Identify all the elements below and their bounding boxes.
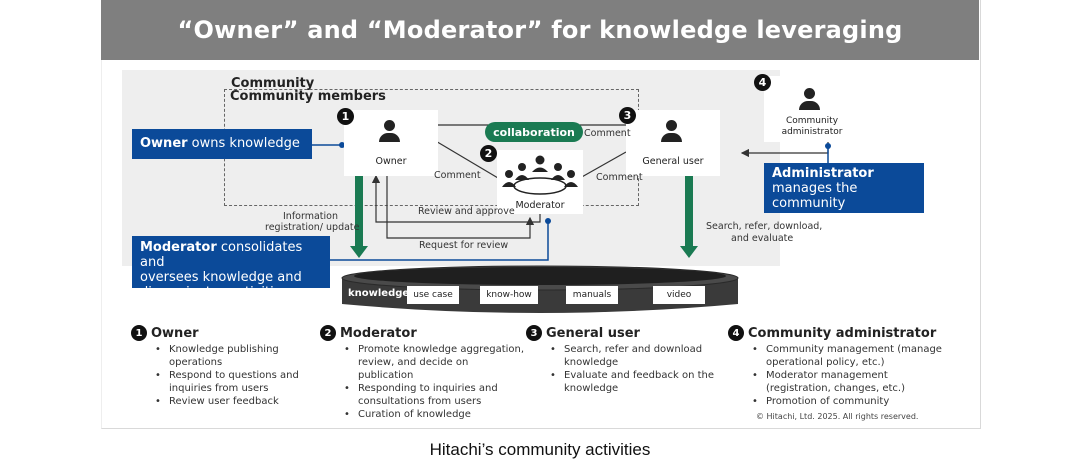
legend-general-user-item: Search, refer and download knowledge [550,343,726,369]
legend-number-1: 1 [131,325,147,341]
moderator-callout-text-3: disseminates activities [140,285,289,300]
legend-number-2: 2 [320,325,336,341]
info-registration-label-2: registration/ update [265,222,360,233]
moderator-callout-text-2: oversees knowledge and [140,270,302,285]
owner-green-arrow-shaft [355,172,363,248]
request-review-label: Request for review [419,240,509,251]
knowledge-item-video: video [653,286,705,304]
moderator-callout: Moderator consolidates and oversees know… [132,236,330,300]
legend-number-4: 4 [728,325,744,341]
info-registration-label-1: Information [283,211,338,222]
administrator-card: Community administrator [764,76,860,142]
moderator-callout-line [330,221,549,261]
review-approve-label: Review and approve [418,206,515,217]
knowledge-database [341,265,739,313]
administrator-label-1: Community [785,116,839,126]
owner-label: Owner [375,156,407,167]
legend-owner-item: Knowledge publishing operations [155,343,311,369]
comment-right-label: Comment [596,172,643,183]
legend-administrator-item: Promotion of community [752,395,943,408]
collaboration-badge: collaboration [485,122,583,142]
number-badge-2: 2 [480,145,497,162]
admin-arrow [740,142,829,158]
administrator-callout-text-1: manages the [772,181,858,196]
general-user-label: General user [642,156,704,167]
figure-caption: Hitachi’s community activities [429,440,651,459]
comment-top-label: Comment [584,128,631,139]
legend-title-administrator: Community administrator [748,325,937,341]
legend-title-general-user: General user [546,325,640,341]
review-approve-arrow [371,174,541,223]
administrator-callout-text-2: community [772,196,846,211]
owner-callout-text: owns knowledge [187,136,300,151]
legend-moderator-item: Promote knowledge aggregation, review, a… [344,343,525,382]
community-members-label: Community members [230,89,386,104]
moderator-card: Moderator [497,150,583,214]
knowledge-item-know-how: know-how [480,286,538,304]
search-label-1: Search, refer, download, [706,221,823,232]
administrator-callout-bold: Administrator [772,166,874,181]
administrator-callout: Administrator manages the community [764,163,924,213]
user-green-arrow-shaft [685,172,693,248]
knowledge-label: knowledge [348,288,410,299]
administrator-label-2: administrator [781,127,843,137]
owner-callout-bold: Owner [140,136,188,151]
general-user-card: General user [626,110,720,176]
moderator-callout-text-1: consolidates and [140,240,303,270]
owner-card: Owner [344,110,438,176]
number-badge-1: 1 [337,108,354,125]
title-bar: “Owner” and “Moderator” for knowledge le… [101,0,979,60]
number-badge-3: 3 [619,107,636,124]
request-review-arrow [386,176,535,239]
legend-number-3: 3 [526,325,542,341]
owner-callout: Owner owns knowledge [132,129,312,159]
group-meeting-icon [502,155,578,195]
legend-administrator-item: Community management (manage operational… [752,343,943,369]
owner-moderator-line [433,139,499,179]
legend-owner-item: Respond to questions and inquiries from … [155,369,311,395]
legend-owner-item: Review user feedback [155,395,311,408]
comment-left-label: Comment [434,170,481,181]
legend-general-user-item: Evaluate and feedback on the knowledge [550,369,726,395]
moderator-callout-bold: Moderator [140,240,217,255]
user-green-arrow-head [680,246,698,258]
moderator-label: Moderator [515,200,565,211]
legend-title-owner: Owner [151,325,199,341]
slide-title: “Owner” and “Moderator” for knowledge le… [177,16,903,44]
owner-green-arrow-head [350,246,368,258]
copyright: © Hitachi, Ltd. 2025. All rights reserve… [756,412,919,421]
legend-title-moderator: Moderator [340,325,417,341]
user-moderator-line [579,151,627,179]
legend-moderator-item: Responding to inquiries and consultation… [344,382,525,408]
knowledge-item-manuals: manuals [566,286,618,304]
legend-administrator-item: Moderator management (registration, chan… [752,369,943,395]
community-label: Community [231,76,315,91]
legend-moderator-item: Curation of knowledge [344,408,525,421]
knowledge-item-use-case: use case [407,286,459,304]
search-label-2: and evaluate [731,233,794,244]
number-badge-4: 4 [754,74,771,91]
